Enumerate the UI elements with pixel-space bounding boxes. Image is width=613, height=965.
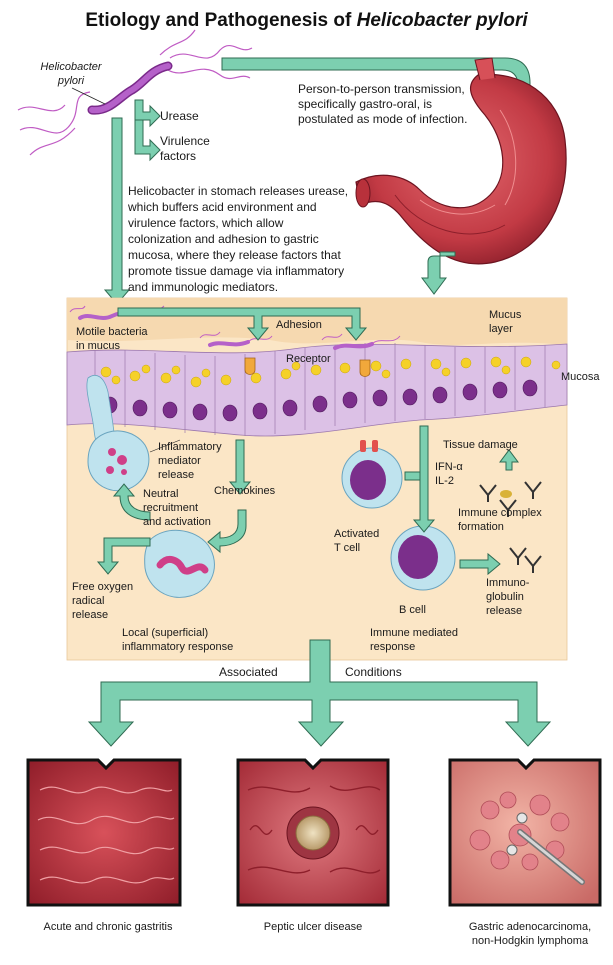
immuno-line3: release	[486, 605, 523, 617]
stomach-illustration	[355, 57, 567, 265]
mucosa-label: Mucosa	[561, 371, 600, 383]
virulence-label-line1: Virulence	[160, 134, 210, 148]
immune-arrows	[404, 425, 519, 576]
motile-label-line1: Motile bacteria	[76, 326, 148, 338]
free-radical-line2: radical	[72, 595, 105, 607]
receptor-label: Receptor	[286, 353, 331, 365]
gastritis-caption: Acute and chronic gastritis	[43, 921, 173, 933]
mechanism-line6: promote tissue damage via inflammatory	[128, 264, 345, 278]
b-cell	[390, 525, 456, 591]
transmission-line3: postulated as mode of infection.	[298, 112, 468, 126]
immune-complex-line1: Immune complex	[458, 507, 542, 519]
neutral-label-line1: Neutral	[143, 488, 179, 500]
local-response-label: Local (superficial) inflammatory respons…	[122, 626, 233, 654]
tissue-damage-label: Tissue damage	[443, 439, 518, 451]
adhesion-arrows	[117, 307, 368, 341]
neutral-label-line2: recruitment	[143, 502, 199, 514]
immune-complex-line2: formation	[458, 521, 504, 533]
neutral-label: Neutral recruitment and activation	[143, 487, 211, 529]
immuno-line1: Immuno-	[486, 577, 530, 589]
antigen-icon	[500, 490, 512, 498]
mechanism-line5: mucosa, where they release factors that	[128, 248, 341, 262]
cancer-caption: Gastric adenocarcinoma, non-Hodgkin lymp…	[450, 920, 610, 948]
mucus-label-line2: layer	[489, 323, 513, 335]
mechanism-line3: virulence factors, which allow	[128, 216, 284, 230]
helicobacter-label-line2: pylori	[57, 75, 85, 87]
ulcer-image	[236, 758, 390, 907]
free-radical-line1: Free oxygen	[72, 581, 134, 593]
ulcer-caption: Peptic ulcer disease	[263, 921, 363, 933]
conditions-branch-arrows	[87, 639, 552, 747]
immune-mediated-line1: Immune mediated	[370, 627, 459, 639]
ifn-alpha-text: IFN-α	[435, 461, 463, 473]
title-organism: Helicobacter pylori	[356, 10, 528, 31]
local-response-line2: inflammatory response	[122, 641, 234, 653]
transmission-text: Person-to-person transmission, specifica…	[298, 82, 467, 127]
inflammatory-arrows	[96, 439, 252, 575]
activated-line1: Activated	[334, 528, 380, 540]
free-radical-label: Free oxygen radical release	[72, 580, 133, 622]
urease-label: Urease	[160, 109, 199, 123]
antibody-icons	[479, 481, 542, 573]
neutral-label-line3: and activation	[143, 516, 211, 528]
gastritis-image	[26, 758, 182, 907]
local-response-line1: Local (superficial)	[122, 627, 209, 639]
immuno-line2: globulin	[486, 591, 524, 603]
motile-label-line2: in mucus	[76, 340, 121, 352]
inflammatory-label: Inflammatory mediator release	[158, 440, 222, 482]
inflammatory-label-line2: mediator	[158, 455, 201, 467]
mechanism-line4: colonization and adhesion to gastric	[128, 232, 319, 246]
motile-bacteria	[69, 305, 401, 377]
mucus-layer-label: Mucus layer	[489, 308, 521, 336]
chemokines-label: Chemokines	[214, 485, 276, 497]
transmission-line1: Person-to-person transmission,	[298, 82, 465, 96]
helicobacter-label: Helicobacter pylori	[36, 60, 106, 88]
adenocarcinoma-image	[448, 758, 602, 907]
activated-tcell-label: Activated T cell	[334, 527, 379, 555]
colonization-arrow	[103, 117, 131, 305]
conditions-label: Conditions	[345, 665, 402, 679]
mechanism-text: Helicobacter in stomach releases urease,…	[128, 183, 348, 295]
macrophage-cell	[87, 430, 150, 492]
stomach-down-arrow	[421, 251, 456, 295]
virulence-label-line2: factors	[160, 149, 197, 163]
inflammatory-label-line1: Inflammatory	[158, 441, 222, 453]
mechanism-line1: Helicobacter in stomach releases urease,	[128, 184, 349, 198]
mechanism-line2: which buffers acid environment and	[128, 200, 317, 214]
bcell-label: B cell	[399, 604, 426, 616]
urease-virulence-arrows	[134, 99, 161, 162]
cancer-caption-line2: non-Hodgkin lymphoma	[471, 935, 589, 947]
immune-mediated-line2: response	[370, 641, 416, 653]
neutrophil-cell	[144, 529, 215, 598]
adhesion-label: Adhesion	[276, 319, 322, 331]
associated-label: Associated	[219, 665, 278, 679]
inflammatory-label-line3: release	[158, 469, 195, 481]
transmission-line2: specifically gastro-oral, is	[298, 97, 433, 111]
mucus-label-line1: Mucus	[489, 309, 522, 321]
immune-mediated-label: Immune mediated response	[370, 626, 458, 654]
ifn-label: IFN-α IL-2	[435, 460, 463, 488]
immunoglobulin-label: Immuno- globulin release	[486, 576, 529, 618]
t-cell	[341, 440, 403, 509]
free-radical-line3: release	[72, 609, 109, 621]
immune-complex-label: Immune complex formation	[458, 506, 542, 534]
helicobacter-bacterium	[17, 29, 253, 156]
motile-label: Motile bacteria in mucus	[76, 325, 148, 353]
diagram-title: Etiology and Pathogenesis of Helicobacte…	[0, 10, 613, 32]
pathogenesis-panel	[66, 297, 568, 661]
il2-text: IL-2	[435, 475, 454, 487]
helicobacter-label-line1: Helicobacter	[40, 61, 102, 73]
mechanism-line7: and immunologic mediators.	[128, 280, 279, 294]
virulence-label: Virulence factors	[160, 134, 210, 164]
cancer-caption-line1: Gastric adenocarcinoma,	[468, 921, 592, 933]
activated-line2: T cell	[334, 542, 361, 554]
title-main: Etiology and Pathogenesis of	[85, 10, 352, 31]
